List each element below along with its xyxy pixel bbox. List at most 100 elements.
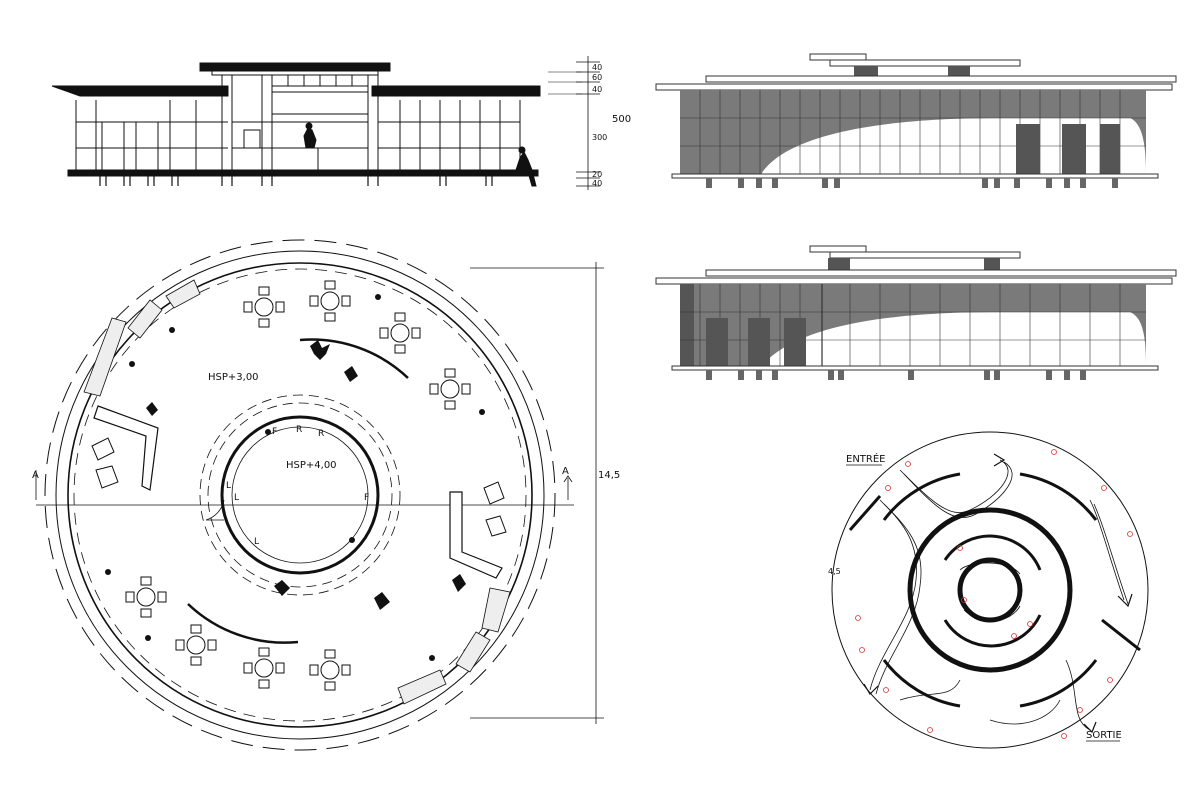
column-dot xyxy=(145,635,151,641)
elevation-two-piers xyxy=(706,370,1086,380)
outer-wall xyxy=(67,262,533,728)
table-with-chairs xyxy=(379,312,421,354)
standing-person xyxy=(303,127,317,149)
roof-upper-fascia xyxy=(211,70,379,76)
column-dot xyxy=(105,569,111,575)
table-with-chairs xyxy=(429,368,471,410)
glazing xyxy=(75,100,521,171)
table-with-chairs xyxy=(175,624,217,666)
column-dot xyxy=(429,655,435,661)
door-swing xyxy=(205,499,225,521)
column-dot xyxy=(169,327,175,333)
flow-dim-label: 4,5 xyxy=(828,567,841,576)
roof-upper xyxy=(199,62,391,72)
sitting-person-head xyxy=(518,146,526,154)
partition-upper xyxy=(299,338,409,379)
flow-arc-sw xyxy=(882,659,961,708)
section-mark-right: A xyxy=(562,466,569,477)
counter-letter-r1: R xyxy=(296,425,302,435)
flow-arrows xyxy=(863,453,1133,734)
marker-circle xyxy=(1107,677,1113,683)
marker-circle xyxy=(1027,621,1033,627)
dim-40-c: 40 xyxy=(592,179,602,188)
floor-slab xyxy=(67,169,539,177)
entry-label: ENTRÉE xyxy=(846,452,886,465)
counter-letter-l3: L xyxy=(254,537,259,547)
marker-circle xyxy=(1101,485,1107,491)
outer-wall-outline xyxy=(55,250,545,740)
lounge-wedge-right xyxy=(449,491,503,579)
people-plan xyxy=(146,340,466,610)
dim-500: 500 xyxy=(612,114,631,125)
sitting-person xyxy=(515,151,537,187)
floor-plan xyxy=(35,239,604,751)
dim-20: 20 xyxy=(592,170,602,179)
column-dot xyxy=(349,537,355,543)
marker-circle xyxy=(961,597,967,603)
marker-circle xyxy=(1051,449,1057,455)
table-with-chairs xyxy=(243,286,285,328)
table-with-chairs xyxy=(125,576,167,618)
marker-circle xyxy=(905,461,911,467)
plan-diameter-label: 14,5 xyxy=(598,470,620,481)
column-dot xyxy=(129,361,135,367)
section-elevation xyxy=(51,56,600,190)
circulation-paths xyxy=(869,459,1129,731)
table-with-chairs xyxy=(243,647,285,689)
counter-letter-l1: L xyxy=(226,481,231,491)
roof-left xyxy=(51,85,229,97)
counter-letter-f1: F xyxy=(272,427,277,437)
dim-40-b: 40 xyxy=(592,85,602,94)
flow-core-ring xyxy=(907,507,1073,673)
outer-wall-inner-dashed xyxy=(73,268,527,722)
flow-mid-arc-2 xyxy=(943,614,1042,648)
table-with-chairs xyxy=(309,649,351,691)
perimeter-glazing xyxy=(83,279,511,705)
marker-circle xyxy=(927,727,933,733)
roof-right xyxy=(371,85,541,97)
column-dot xyxy=(375,294,381,300)
core-dashed-inner xyxy=(207,402,393,588)
counter-letter-f2: F xyxy=(364,493,369,503)
core-counter xyxy=(231,426,369,564)
flow-arc-ne-2 xyxy=(1019,472,1098,521)
height-dimensions xyxy=(548,56,600,190)
dim-40-a: 40 xyxy=(592,63,602,72)
hsp-inner-label: HSP+4,00 xyxy=(286,460,337,471)
standing-person-head xyxy=(305,122,313,130)
marker-circle xyxy=(1011,633,1017,639)
marker-circle xyxy=(957,545,963,551)
elevation-two-mullions xyxy=(680,284,1146,368)
flow-outer-circle xyxy=(831,431,1149,749)
flow-inner-ring xyxy=(957,557,1023,623)
core-wall xyxy=(220,415,380,575)
marker-circle xyxy=(859,647,865,653)
marker-circle xyxy=(1061,733,1067,739)
dim-300: 300 xyxy=(592,133,607,142)
column-dot xyxy=(479,409,485,415)
column-group xyxy=(105,294,485,661)
roof-outline-dashed xyxy=(44,239,556,751)
column-dot xyxy=(265,429,271,435)
flow-mid-arc-1 xyxy=(943,534,1042,571)
elevation-one-piers xyxy=(706,178,1118,188)
counter-letter-l2: L xyxy=(234,493,239,503)
marker-group xyxy=(855,449,1133,739)
lounge-seating xyxy=(91,437,507,537)
dim-60: 60 xyxy=(592,73,602,82)
flow-diagram xyxy=(831,431,1149,749)
marker-circle xyxy=(885,485,891,491)
core-dashed-outer xyxy=(199,394,401,596)
marker-circle xyxy=(1127,531,1133,537)
counter-letters: F R R F L L L xyxy=(226,425,369,547)
exit-label: SORTIE xyxy=(1086,730,1122,741)
section-mark-left: A xyxy=(32,470,39,481)
counter-letter-r2: R xyxy=(318,429,324,439)
lounge-wedge-left xyxy=(93,405,159,491)
elevation-one xyxy=(655,53,1177,188)
table-with-chairs xyxy=(309,280,351,322)
marker-circle xyxy=(855,615,861,621)
marker-circle xyxy=(883,687,889,693)
piers xyxy=(99,176,493,186)
